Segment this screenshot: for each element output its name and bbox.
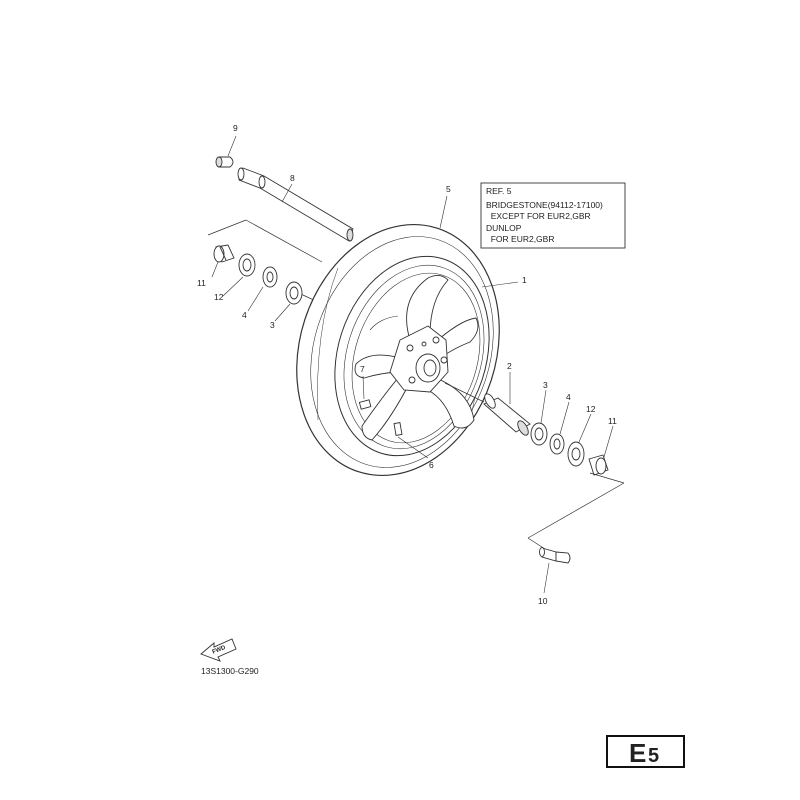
label-10: 10 <box>538 596 548 606</box>
label-3-right: 3 <box>543 380 548 390</box>
axle-collar <box>215 156 234 168</box>
label-1: 1 <box>522 275 527 285</box>
label-4-right: 4 <box>566 392 571 402</box>
label-2: 2 <box>507 361 512 371</box>
fwd-arrow-icon <box>200 638 237 662</box>
reference-box <box>480 182 626 249</box>
diagram-code: 13S1300-G290 <box>201 666 259 676</box>
label-11-left: 11 <box>197 278 206 288</box>
label-5: 5 <box>446 184 451 194</box>
guide-lines-right <box>444 382 625 550</box>
ref-line: REF. 5 <box>486 186 512 196</box>
left-oil-seal-12 <box>238 253 256 277</box>
right-bearing-3 <box>530 422 548 446</box>
wheel-axle <box>237 167 354 242</box>
label-12-right: 12 <box>586 404 596 414</box>
ref-line: DUNLOP <box>486 223 522 233</box>
reference-box-text: REF. 5 BRIDGESTONE(94112-17100) EXCEPT F… <box>486 186 603 244</box>
right-collar-11 <box>588 454 609 476</box>
label-4-left: 4 <box>242 310 247 320</box>
label-9: 9 <box>233 123 238 133</box>
label-6: 6 <box>429 460 434 470</box>
tire-valve <box>393 422 429 459</box>
label-8: 8 <box>290 173 295 183</box>
right-bearing-4 <box>549 433 565 455</box>
ref-line: BRIDGESTONE(94112-17100) <box>486 200 603 210</box>
left-bearing-3 <box>285 281 303 305</box>
leader-lines <box>211 135 614 594</box>
ref-line: FOR EUR2,GBR <box>486 234 554 244</box>
right-oil-seal-12 <box>567 441 585 467</box>
fwd-label: FWD <box>212 645 228 656</box>
label-12-left: 12 <box>214 292 224 302</box>
page-code-number: 5 <box>648 745 659 767</box>
part-callouts: 9 8 5 1 11 12 4 3 7 2 3 4 12 11 6 10 <box>197 123 617 606</box>
left-bearing-4 <box>262 266 278 288</box>
label-11-right: 11 <box>608 416 617 426</box>
page-code-letter: E <box>629 738 646 768</box>
label-3-left: 3 <box>270 320 275 330</box>
label-7: 7 <box>360 364 365 374</box>
page-code: E 5 <box>629 738 659 768</box>
ref-line: EXCEPT FOR EUR2,GBR <box>486 211 591 221</box>
collar-2 <box>483 393 531 436</box>
page-code-box <box>606 735 685 768</box>
axle-bolt <box>539 547 571 564</box>
wheel <box>334 255 490 457</box>
left-collar-11 <box>213 244 235 263</box>
balance-weight <box>358 375 372 410</box>
